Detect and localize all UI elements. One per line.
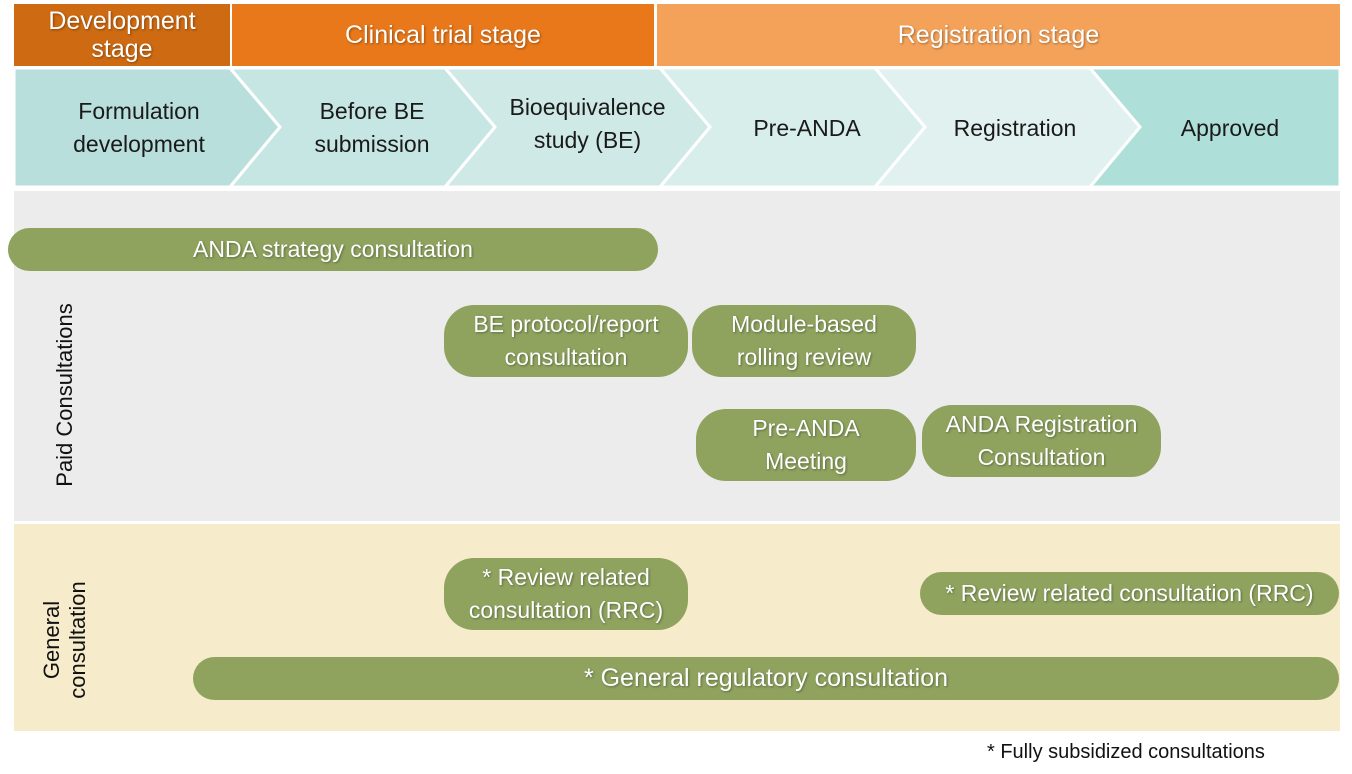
footnote: * Fully subsidized consultations — [987, 741, 1265, 764]
step-approved-text: Approved — [1180, 114, 1280, 141]
rrc-registration-text: * Review related consultation (RRC) — [945, 580, 1314, 606]
pre-anda-meeting: Pre-ANDA Meeting — [696, 409, 916, 481]
anda-registration-text: ANDA Registration Consultation — [945, 411, 1138, 470]
general-regulatory-consultation: * General regulatory consultation — [193, 657, 1339, 700]
general-consultation-text: General consultation — [39, 581, 90, 699]
step-approved-label: Approved — [1140, 78, 1320, 178]
stage-registration: Registration stage — [657, 4, 1340, 66]
stage-registration-label: Registration stage — [897, 21, 1100, 49]
stage-clinical-trial-label: Clinical trial stage — [345, 21, 541, 49]
paid-consultations-text: Paid Consultations — [52, 303, 77, 487]
anda-registration-consultation: ANDA Registration Consultation — [922, 405, 1161, 477]
paid-consultations-label: Paid Consultations — [50, 265, 80, 525]
process-chevrons — [12, 66, 1342, 189]
module-rolling-review: Module-based rolling review — [692, 305, 916, 377]
step-bioequivalence-text: Bioequivalence study (BE) — [509, 94, 666, 153]
step-registration-label: Registration — [925, 78, 1105, 178]
step-pre-anda-label: Pre-ANDA — [712, 78, 902, 178]
pre-anda-meeting-text: Pre-ANDA Meeting — [752, 415, 860, 474]
step-before-be-label: Before BE submission — [282, 78, 462, 178]
step-bioequivalence-label: Bioequivalence study (BE) — [490, 74, 685, 174]
step-formulation-text: Formulation development — [73, 98, 205, 157]
rrc-consultation-clinical: * Review related consultation (RRC) — [444, 558, 688, 630]
step-formulation-label: Formulation development — [30, 78, 248, 178]
general-consultation-label: General consultation — [37, 555, 93, 725]
be-protocol-text: BE protocol/report consultation — [473, 311, 659, 370]
general-regulatory-text: * General regulatory consultation — [583, 664, 949, 692]
step-approved-shape — [1086, 66, 1342, 189]
module-review-text: Module-based rolling review — [731, 311, 877, 370]
stage-clinical-trial: Clinical trial stage — [232, 4, 654, 66]
rrc-clinical-text: * Review related consultation (RRC) — [468, 564, 664, 623]
stage-development-label: Development stage — [48, 7, 196, 63]
step-pre-anda-text: Pre-ANDA — [753, 114, 861, 141]
rrc-consultation-registration: * Review related consultation (RRC) — [920, 572, 1339, 615]
stage-development: Development stage — [14, 4, 230, 66]
step-before-be-text: Before BE submission — [314, 98, 430, 157]
footnote-text: * Fully subsidized consultations — [987, 741, 1265, 763]
step-registration-text: Registration — [953, 114, 1077, 141]
anda-strategy-consultation: ANDA strategy consultation — [8, 228, 658, 271]
anda-strategy-text: ANDA strategy consultation — [193, 236, 473, 262]
be-protocol-consultation: BE protocol/report consultation — [444, 305, 688, 377]
